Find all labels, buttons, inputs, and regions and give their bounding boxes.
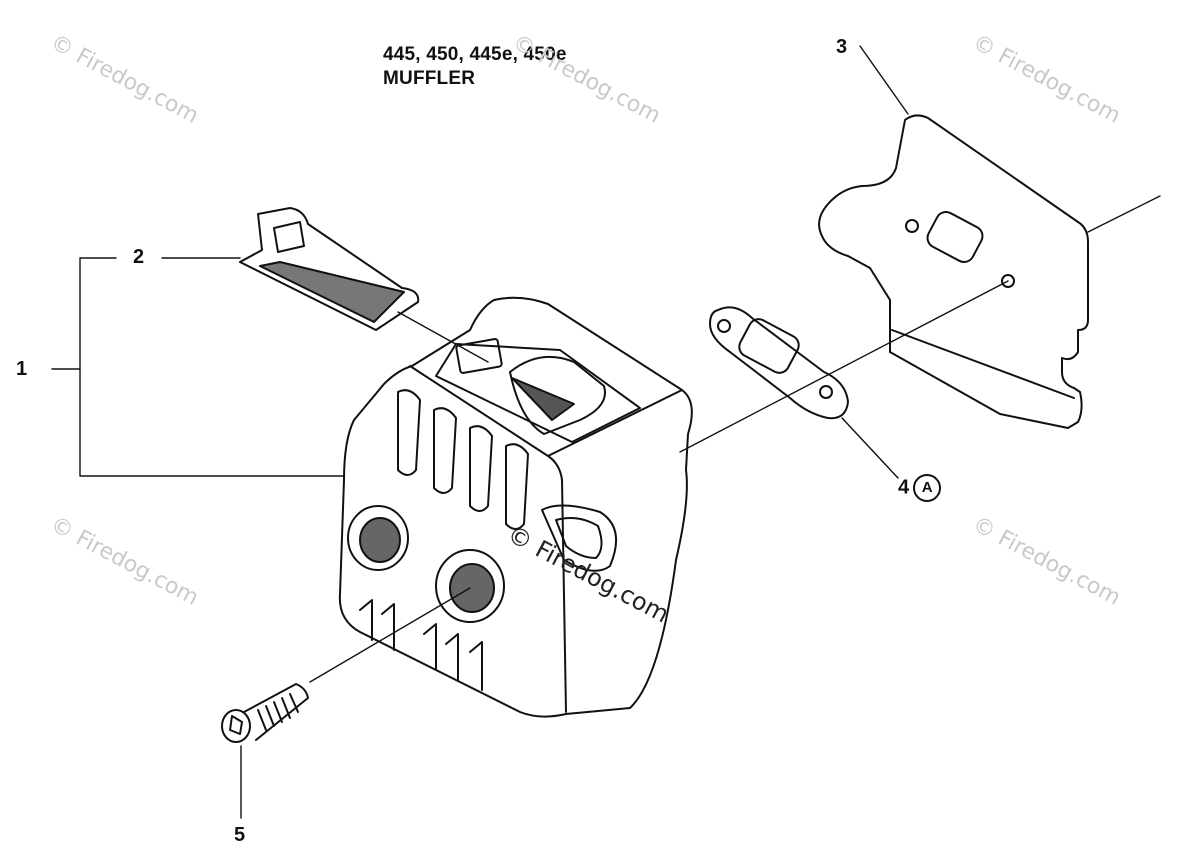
gasket-icon [709,306,849,420]
callout-4-circled-symbol: A [913,474,942,502]
spark-arrestor-screen-icon [239,207,420,331]
callout-3: 3 [836,36,848,58]
leader-lines [51,45,1161,819]
heat-shield-icon [818,114,1089,429]
callout-2: 2 [133,246,145,268]
diagram-title-part: MUFFLER [383,68,476,89]
callout-1: 1 [16,358,28,380]
callout-5: 5 [234,824,246,846]
screw-icon [221,683,309,743]
diagram-title-models: 445, 450, 445e, 450e [383,44,567,65]
callout-4-number: 4 [898,476,910,499]
muffler-icon [338,296,693,718]
